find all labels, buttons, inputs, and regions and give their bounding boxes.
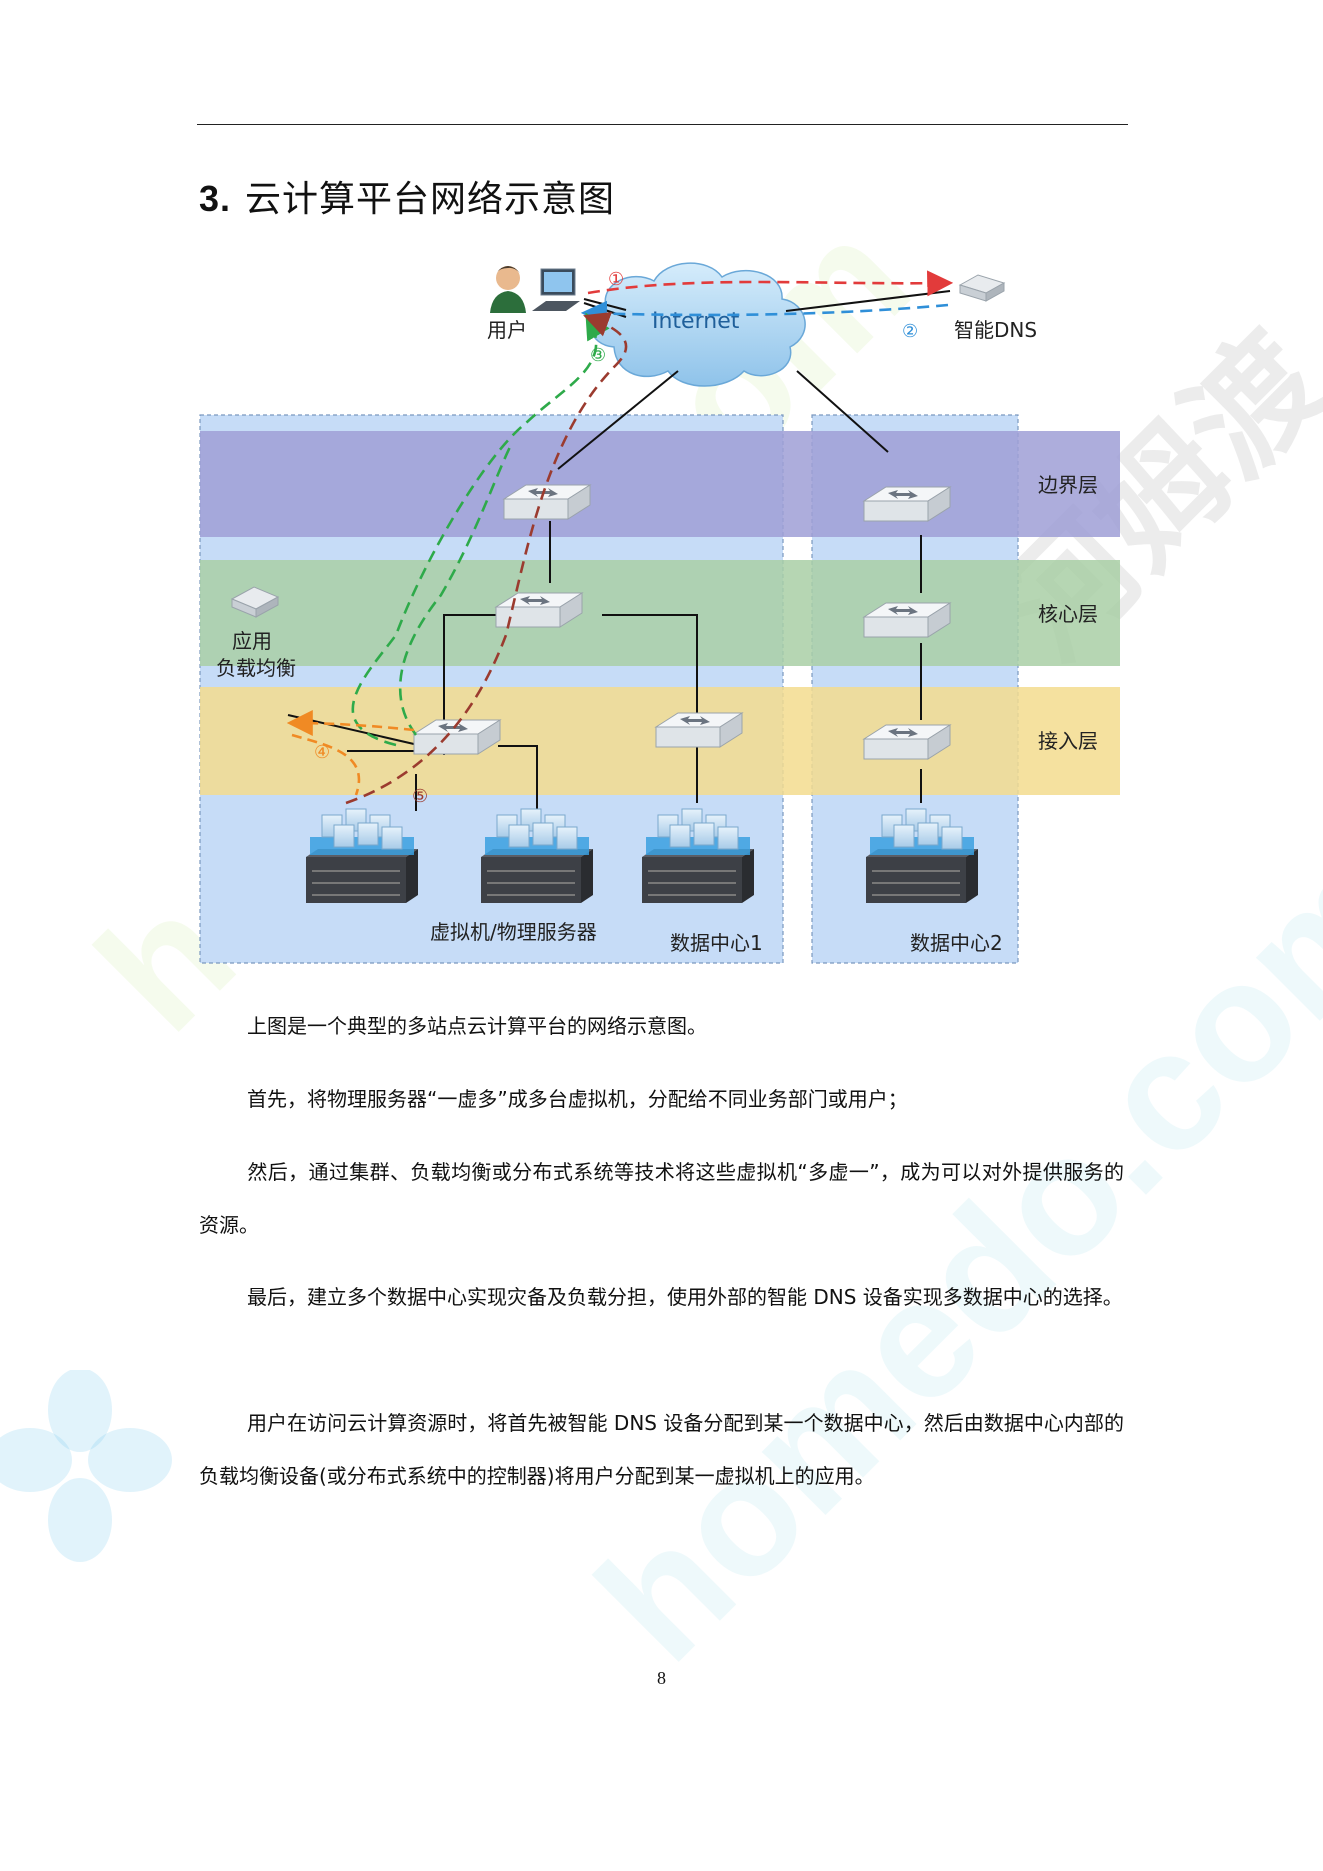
heading-number: 3. bbox=[199, 178, 232, 219]
header-rule bbox=[197, 124, 1128, 125]
flow-step-5-number: ⑤ bbox=[412, 786, 428, 807]
heading-text: 云计算平台网络示意图 bbox=[245, 179, 616, 220]
user-icon bbox=[490, 266, 526, 313]
flow-step-3-line-b bbox=[398, 444, 513, 736]
edge-layer-band bbox=[200, 431, 1120, 537]
core-layer-band bbox=[200, 560, 1120, 666]
flow-step-3-number: ③ bbox=[590, 345, 606, 366]
datacenter-1-label: 数据中心1 bbox=[670, 931, 763, 955]
load-balancer-label-1: 应用 bbox=[232, 629, 272, 653]
watermark-flower-icon bbox=[0, 1370, 172, 1562]
flow-step-2-number: ② bbox=[902, 321, 918, 342]
paragraph-4: 最后，建立多个数据中心实现灾备及负载分担，使用外部的智能 DNS 设备实现多数据… bbox=[247, 1285, 1123, 1309]
smart-dns-label: 智能DNS bbox=[954, 318, 1037, 342]
network-links bbox=[287, 290, 951, 811]
internet-cloud-icon bbox=[590, 262, 806, 387]
paragraph-5: 用户在访问云计算资源时，将首先被智能 DNS 设备分配到某一个数据中心，然后由数… bbox=[199, 1411, 1124, 1488]
flow-step-4-return bbox=[291, 733, 361, 796]
paragraph-2: 首先，将物理服务器“一虚多”成多台虚拟机，分配给不同业务部门或用户； bbox=[247, 1087, 908, 1111]
section-heading: 3. 云计算平台网络示意图 bbox=[199, 170, 615, 222]
datacenter-2-label: 数据中心2 bbox=[910, 931, 1003, 955]
core-layer-label: 核心层 bbox=[1038, 602, 1098, 626]
page-number: 8 bbox=[657, 1668, 666, 1688]
flow-step-3-line bbox=[351, 312, 610, 747]
flow-step-4-number: ④ bbox=[314, 742, 330, 763]
servers-label: 虚拟机/物理服务器 bbox=[430, 920, 597, 944]
flow-step-4-line bbox=[286, 710, 415, 737]
load-balancer-label-2: 负载均衡 bbox=[216, 656, 296, 680]
access-layer-label: 接入层 bbox=[1038, 729, 1098, 753]
flow-step-1-line bbox=[587, 270, 954, 297]
internet-label: Internet bbox=[652, 309, 740, 334]
paragraph-1: 上图是一个典型的多站点云计算平台的网络示意图。 bbox=[247, 1014, 707, 1038]
flow-step-5-line bbox=[345, 311, 628, 805]
network-diagram: 边界层 核心层 接入层 Internet 用户 智能DNS bbox=[199, 262, 1120, 964]
flow-step-2-line bbox=[580, 300, 949, 327]
paragraph-3: 然后，通过集群、负载均衡或分布式系统等技术将这些虚拟机“多虚一”，成为可以对外提… bbox=[199, 1160, 1124, 1237]
user-computer-icon bbox=[532, 268, 580, 311]
user-label: 用户 bbox=[487, 318, 527, 342]
edge-layer-label: 边界层 bbox=[1038, 473, 1098, 497]
flow-step-1-number: ① bbox=[608, 269, 624, 290]
smart-dns-device-icon bbox=[958, 274, 1006, 302]
load-balancer-device-icon bbox=[230, 586, 280, 618]
